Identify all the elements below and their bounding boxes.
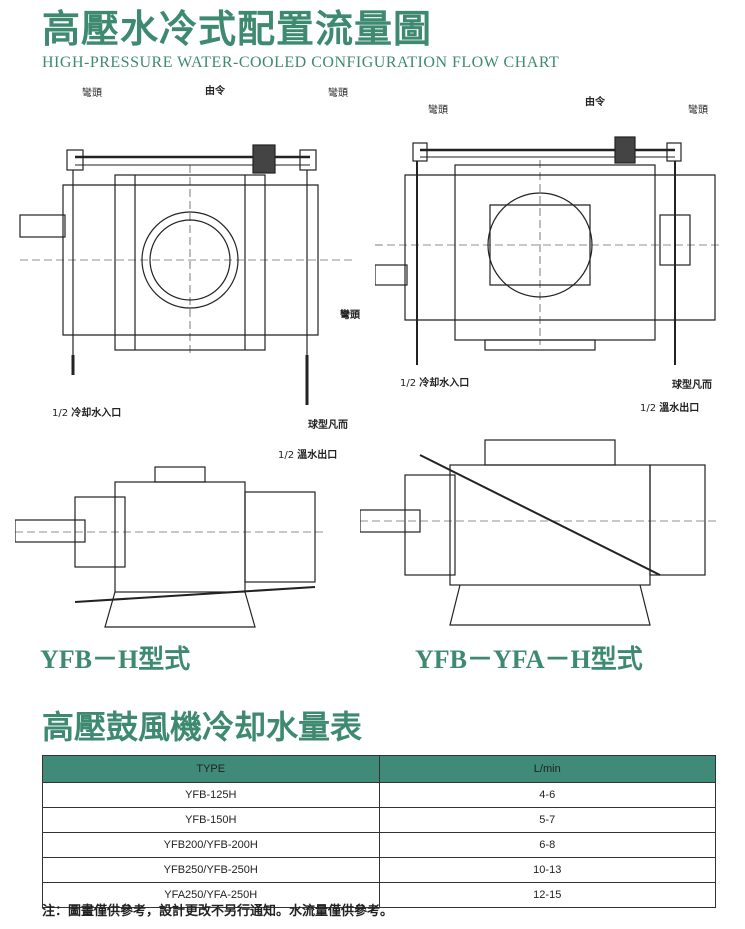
fraction: 1/2 xyxy=(52,408,69,419)
type-cell: YFB200/YFB-200H xyxy=(42,832,380,858)
right-side-drawing xyxy=(360,439,720,626)
elbow-label: 彎頭 xyxy=(428,105,448,116)
fraction: 1/2 xyxy=(400,378,417,389)
flow-cell: 6-8 xyxy=(378,832,716,858)
union-label: 由令 xyxy=(585,97,605,108)
right-top-drawing xyxy=(375,136,720,365)
page-title: 高壓水冷式配置流量圖 xyxy=(42,6,433,51)
left-side-drawing xyxy=(15,466,325,628)
fraction: 1/2 xyxy=(640,403,657,414)
fraction: 1/2 xyxy=(278,450,295,461)
outlet-label: 溫水出口 xyxy=(297,450,338,461)
type-cell: YFB-150H xyxy=(42,807,380,833)
page-subtitle: HIGH-PRESSURE WATER-COOLED CONFIGURATION… xyxy=(42,54,560,71)
type-cell: YFB250/YFB-250H xyxy=(42,857,380,883)
outlet-label: 溫水出口 xyxy=(659,403,700,414)
inlet-label: 冷却水入口 xyxy=(419,378,470,389)
elbow-label: 彎頭 xyxy=(328,88,348,99)
table-title: 高壓鼓風機冷却水量表 xyxy=(42,708,363,746)
model-label-right: YFB－YFA－H型式 xyxy=(415,645,643,674)
footnote: 注：圖畫僅供參考，設計更改不另行通知。水流量僅供參考。 xyxy=(42,904,394,919)
model-label-left: YFB－H型式 xyxy=(40,645,191,674)
elbow-label: 彎頭 xyxy=(340,310,360,321)
ball-valve-label: 球型凡而 xyxy=(308,420,348,431)
flow-cell: 4-6 xyxy=(378,782,716,808)
flow-cell: 12-15 xyxy=(378,882,716,908)
type-cell: YFA250/YFA-250H xyxy=(42,882,380,908)
ball-valve-label: 球型凡而 xyxy=(672,380,712,391)
flow-cell: 5-7 xyxy=(378,807,716,833)
inlet-label: 冷却水入口 xyxy=(71,408,122,419)
elbow-label: 彎頭 xyxy=(82,88,102,99)
union-label: 由令 xyxy=(205,86,225,97)
left-top-drawing xyxy=(19,144,355,405)
type-cell: YFB-125H xyxy=(42,782,380,808)
column-header-flow: L/min xyxy=(378,755,716,783)
column-header-type: TYPE xyxy=(42,755,380,783)
flow-cell: 10-13 xyxy=(378,857,716,883)
elbow-label: 彎頭 xyxy=(688,105,708,116)
